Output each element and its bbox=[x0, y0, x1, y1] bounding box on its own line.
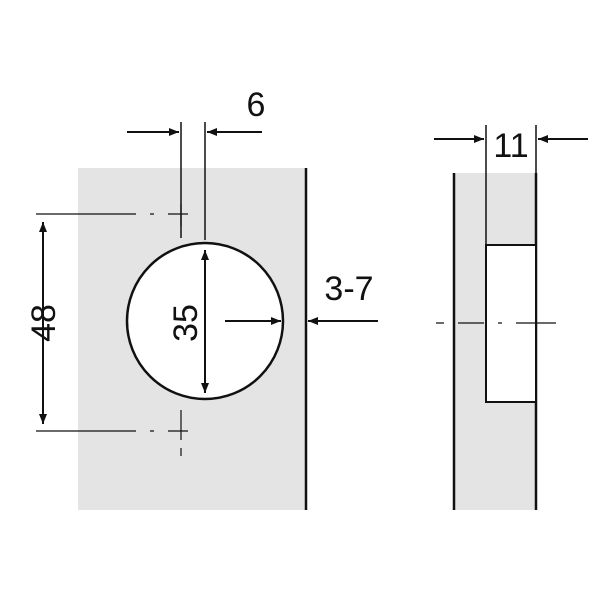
hole-spacing-label: 48 bbox=[25, 304, 63, 342]
hole-diameter-label: 35 bbox=[167, 304, 205, 342]
drill-depth-label: 11 bbox=[493, 127, 528, 165]
side-view bbox=[434, 125, 588, 510]
edge-distance-label: 3-7 bbox=[324, 270, 373, 308]
offset-width-label: 6 bbox=[247, 86, 266, 124]
front-view bbox=[36, 122, 378, 510]
